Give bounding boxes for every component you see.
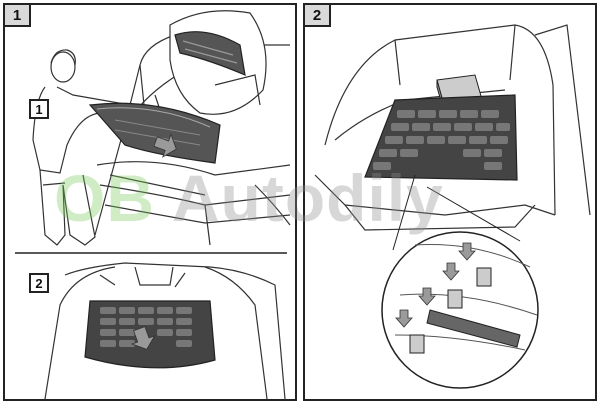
press-down-arrow-icon <box>130 326 156 350</box>
right-panel-illustration <box>314 24 591 389</box>
left-panel-illustration <box>15 10 291 399</box>
person-illustration <box>32 49 131 246</box>
right-panel: 2 <box>303 3 597 401</box>
step-2-label: 2 <box>29 273 49 293</box>
car-trunk-lower-illustration <box>44 262 286 399</box>
panel-number-badge: 2 <box>305 5 331 27</box>
detail-circle <box>381 174 539 389</box>
panel-number-badge: 1 <box>5 5 31 27</box>
trunk-mat-illustration <box>364 94 518 181</box>
detail-magnifier <box>169 10 267 115</box>
insert-arrows <box>395 242 476 328</box>
step-1-label: 1 <box>29 99 49 119</box>
left-panel: 1 1 2 <box>3 3 297 401</box>
trunk-tray-illustration <box>84 300 216 369</box>
floor-mat-illustration <box>88 102 221 164</box>
down-arrow-icon <box>153 133 177 158</box>
